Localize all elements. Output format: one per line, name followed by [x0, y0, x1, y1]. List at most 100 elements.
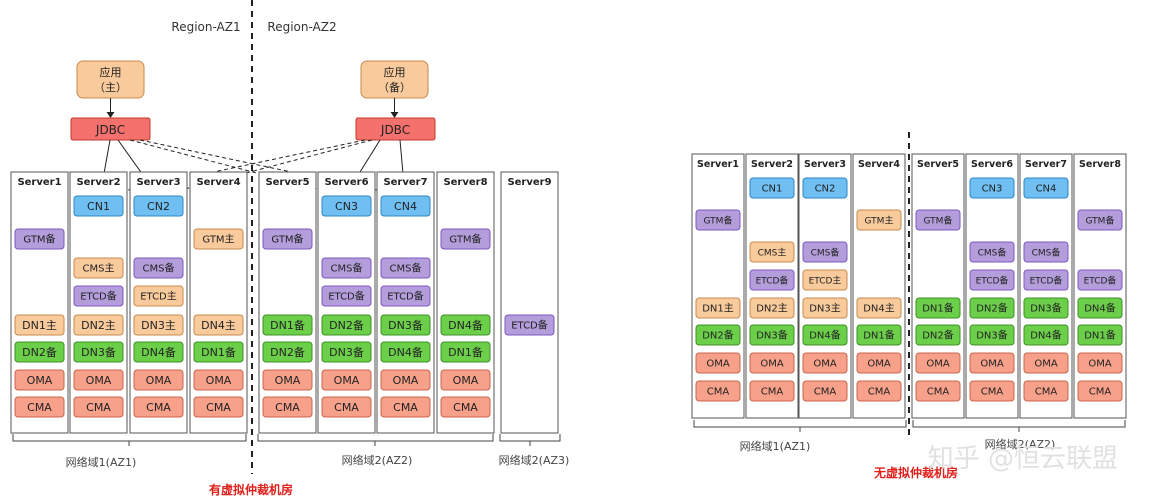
right-component-label: CMA — [868, 387, 891, 398]
left-component-box — [380, 285, 431, 307]
right-component-box — [749, 380, 795, 402]
right-domain-brace-az1 — [693, 420, 907, 432]
left-server-name-9: Server9 — [507, 177, 551, 188]
right-component-box — [915, 324, 961, 346]
left-component-box — [73, 195, 124, 217]
right-component-label: CMS备 — [811, 246, 840, 258]
left-component-box — [321, 369, 372, 391]
left-component-label: DN1备 — [270, 318, 305, 332]
left-component-box — [440, 341, 491, 363]
right-component-box — [1077, 297, 1123, 319]
right-component-box — [802, 177, 848, 199]
right-component-label: CMS主 — [758, 246, 787, 258]
left-component-label: CN1 — [87, 200, 110, 213]
left-component-box — [14, 341, 65, 363]
right-component-label: ETCD备 — [976, 274, 1009, 286]
left-component-label: DN2备 — [329, 318, 364, 332]
left-component-box — [73, 257, 124, 279]
right-server-name-8: Server8 — [1079, 159, 1121, 170]
left-component-label: CMA — [86, 401, 111, 414]
left-title: 有虚拟仲裁机房 — [209, 482, 293, 497]
left-component-label: OMA — [393, 374, 419, 387]
left-component-label: OMA — [453, 374, 479, 387]
left-component-box — [14, 314, 65, 336]
left-component-box — [380, 314, 431, 336]
right-component-box — [802, 297, 848, 319]
right-component-label: DN1备 — [922, 302, 954, 315]
left-component-label: CMA — [393, 401, 418, 414]
right-component-label: DN2备 — [922, 329, 954, 342]
right-component-label: OMA — [926, 359, 949, 370]
left-component-label: DN2备 — [22, 345, 57, 359]
app-standby: 应用 （备） — [360, 60, 429, 99]
left-component-box — [321, 314, 372, 336]
left-component-box — [193, 341, 244, 363]
left-component-label: DN4备 — [388, 345, 423, 359]
right-component-label: CN1 — [762, 184, 783, 195]
right-server-name-6: Server6 — [971, 159, 1013, 170]
right-component-label: DN2备 — [976, 302, 1008, 315]
left-component-label: OMA — [334, 374, 360, 387]
jdbc-primary-label: JDBC — [95, 123, 125, 137]
app-primary-line2: （主） — [94, 81, 127, 94]
right-component-label: DN2备 — [702, 329, 734, 342]
right-component-label: CMS备 — [1032, 246, 1061, 258]
right-component-label: CMA — [981, 387, 1004, 398]
region-label-az1: Region-AZ1 — [171, 20, 240, 34]
app-primary: 应用 （主） — [76, 60, 145, 99]
domain-brace-az3 — [499, 434, 561, 446]
left-server-name-2: Server2 — [76, 177, 120, 188]
right-component-box — [802, 241, 848, 263]
left-component-label: OMA — [146, 374, 172, 387]
right-component-label: CMA — [1089, 387, 1112, 398]
app-primary-line1: 应用 — [100, 65, 122, 79]
left-server-name-7: Server7 — [383, 177, 427, 188]
right-component-box — [695, 209, 741, 231]
left-component-label: CMS备 — [143, 262, 175, 275]
right-component-label: OMA — [867, 359, 890, 370]
right-component-label: CMA — [927, 387, 950, 398]
right-component-box — [856, 297, 902, 319]
right-component-label: DN4主 — [863, 303, 895, 315]
right-component-label: DN3备 — [756, 329, 788, 342]
right-component-label: OMA — [1088, 359, 1111, 370]
left-component-box — [440, 396, 491, 418]
left-component-label: DN4主 — [201, 319, 236, 332]
left-component-label: GTM备 — [271, 233, 303, 246]
right-component-label: OMA — [1034, 359, 1057, 370]
right-component-box — [856, 324, 902, 346]
right-server-name-5: Server5 — [917, 159, 959, 170]
left-server-name-5: Server5 — [265, 177, 309, 188]
right-component-label: CMA — [1035, 387, 1058, 398]
left-component-box — [133, 314, 184, 336]
left-component-label: ETCD备 — [511, 319, 548, 332]
right-component-label: OMA — [980, 359, 1003, 370]
left-component-box — [380, 257, 431, 279]
left-component-box — [133, 285, 184, 307]
right-server-name-2: Server2 — [751, 159, 793, 170]
right-component-box — [856, 380, 902, 402]
left-server-name-6: Server6 — [324, 177, 368, 188]
left-component-box — [133, 195, 184, 217]
right-component-label: ETCD备 — [1030, 274, 1063, 286]
right-component-label: DN2主 — [756, 303, 788, 315]
left-component-box — [73, 369, 124, 391]
left-component-label: DN4备 — [448, 318, 483, 332]
right-component-label: GTM备 — [924, 214, 953, 226]
right-component-box — [1023, 352, 1069, 374]
left-component-box — [440, 314, 491, 336]
right-component-box — [802, 380, 848, 402]
left-component-box — [380, 396, 431, 418]
domain-label-az1: 网络域1(AZ1) — [66, 455, 137, 469]
right-server-name-3: Server3 — [804, 159, 846, 170]
left-component-label: GTM备 — [449, 233, 481, 246]
left-component-box — [262, 341, 313, 363]
right-component-box — [969, 241, 1015, 263]
right-component-box — [695, 297, 741, 319]
app-jdbc-arrowhead-2 — [390, 112, 399, 118]
